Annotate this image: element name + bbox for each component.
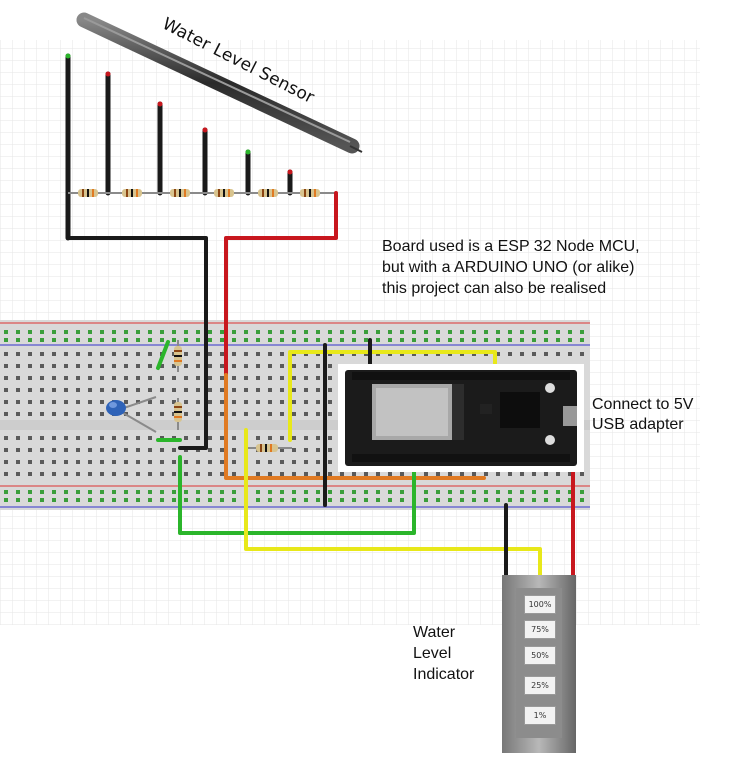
indicator-level-50: 50%: [524, 646, 556, 665]
usb-note-line: USB adapter: [592, 416, 684, 433]
usb-note-line: Connect to 5V: [592, 396, 694, 413]
indicator-level-100: 100%: [524, 595, 556, 614]
indicator-level-75: 75%: [524, 620, 556, 639]
water-level-sensor-probe: [76, 12, 363, 154]
resistor-icon: [122, 189, 142, 197]
indicator-level-1: 1%: [524, 706, 556, 725]
indicator-label: Water Level Indicator: [413, 622, 474, 685]
resistor-icon: [258, 189, 278, 197]
usb-note: Connect to 5V USB adapter: [592, 395, 693, 435]
indicator-level-25: 25%: [524, 676, 556, 695]
indicator-label-line: Water: [413, 624, 456, 641]
resistor-icon: [174, 398, 182, 430]
resistor-icon: [300, 189, 320, 197]
red-wire-sensor-signal: [224, 191, 338, 377]
capacitor-icon: [106, 396, 157, 433]
yellow-wire-top: [288, 350, 497, 442]
resistor-icon: [174, 340, 182, 372]
indicator-label-line: Level: [413, 645, 452, 662]
yellow-wire-bottom: [244, 428, 542, 580]
indicator-label-line: Indicator: [413, 666, 475, 683]
board-note: Board used is a ESP 32 Node MCU, but wit…: [382, 236, 722, 299]
esp32-board: [338, 364, 584, 472]
resistor-icon: [170, 189, 190, 197]
resistor-icon: [248, 444, 292, 452]
board-note-line: this project can also be realised: [382, 280, 607, 297]
green-jumper: [156, 340, 170, 370]
resistor-icon: [78, 189, 98, 197]
resistor-icon: [214, 189, 234, 197]
resistor-ladder: [68, 189, 336, 197]
board-note-line: but with a ARDUINO UNO (or alike): [382, 259, 635, 276]
green-wire: [178, 455, 416, 535]
board-note-line: Board used is a ESP 32 Node MCU,: [382, 238, 640, 255]
sensor-wires: [65, 53, 293, 241]
black-wire-sensor-ground: [66, 236, 208, 450]
orange-wire: [224, 373, 486, 480]
